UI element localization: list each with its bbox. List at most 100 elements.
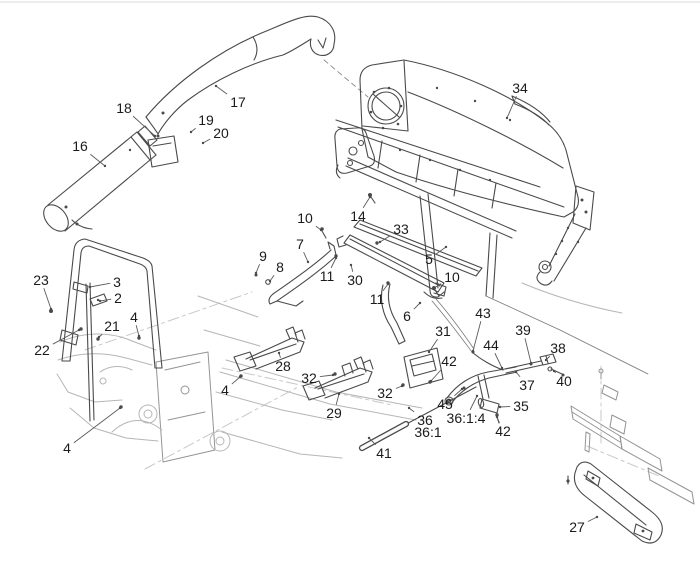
leader-endpoint-9 (254, 271, 258, 275)
callout-31: 31 (435, 323, 451, 339)
leader-14 (362, 196, 371, 208)
leader-endpoint-5 (444, 245, 448, 249)
callout-32: 32 (377, 385, 393, 401)
leader-3 (89, 282, 111, 288)
leader-endpoint-38 (544, 358, 548, 362)
leader-endpoint-10 (432, 286, 436, 290)
callout-42: 42 (495, 423, 511, 439)
callout-40: 40 (556, 373, 572, 389)
callout-42: 42 (441, 353, 457, 369)
leader-16 (90, 154, 106, 167)
leader-endpoint-20 (201, 141, 205, 145)
chute-upper-tube-17 (145, 15, 369, 135)
leader-5 (435, 246, 447, 255)
callout-36:1: 36:1 (414, 424, 442, 440)
leader-endpoint-39 (529, 361, 533, 365)
leader-34 (506, 96, 517, 119)
strap-3 (85, 283, 91, 422)
callout-4: 4 (130, 309, 138, 325)
leader-endpoint-34 (505, 116, 509, 120)
leader-endpoint-10 (319, 228, 323, 232)
leader-endpoint-27 (595, 515, 599, 519)
leader-4 (231, 376, 241, 385)
leader-endpoint-14 (368, 195, 372, 199)
chute-alignment-dashed-line (323, 59, 369, 98)
callout-17: 17 (230, 94, 246, 110)
lift-arm-36-1-4 (446, 366, 517, 399)
callout-30: 30 (347, 272, 363, 288)
leader-7 (303, 252, 309, 263)
fasteners (49, 193, 533, 424)
leader-42 (430, 369, 442, 382)
chute-clamp-18-19-20 (128, 125, 179, 168)
callout-45: 45 (437, 396, 453, 412)
leader-endpoint-36:1:4 (475, 394, 479, 398)
callout-3: 3 (113, 274, 121, 290)
leader-41 (368, 437, 376, 445)
pin-40 (550, 368, 563, 375)
callout-38: 38 (550, 340, 566, 356)
leader-45 (454, 388, 463, 396)
leader-11 (330, 257, 337, 268)
leader-endpoint-11 (386, 282, 390, 286)
leader-17 (215, 85, 228, 95)
leader-10 (433, 283, 442, 289)
callout-4: 4 (63, 440, 71, 456)
hopper-34 (359, 59, 579, 218)
callout-32: 32 (301, 370, 317, 386)
callout-41: 41 (376, 445, 392, 461)
leader-endpoint-42 (429, 379, 433, 383)
callout-39: 39 (515, 322, 531, 338)
leader-endpoint-29 (337, 392, 341, 396)
leader-endpoint-11 (334, 256, 338, 260)
leader-endpoint-19 (189, 130, 193, 134)
callout-11: 11 (319, 268, 335, 284)
clevis-38 (539, 353, 557, 366)
callout-33: 33 (393, 221, 409, 237)
leader-lines (43, 84, 599, 522)
leader-endpoint-16 (103, 164, 107, 168)
callout-44: 44 (483, 337, 499, 353)
spacer-35 (479, 398, 500, 414)
callout-10: 10 (444, 269, 460, 285)
brackets-28-29 (233, 326, 374, 401)
leader-39 (524, 338, 532, 364)
chute-lower-tube-16 (43, 131, 157, 232)
callout-34: 34 (512, 80, 528, 96)
leader-endpoint-42 (495, 415, 499, 419)
leader-23 (43, 288, 52, 310)
leader-20 (202, 138, 211, 144)
leader-endpoint-44 (500, 366, 504, 370)
callout-14: 14 (350, 208, 366, 224)
leader-22 (52, 329, 80, 345)
leader-32 (319, 374, 334, 378)
callout-22: 22 (34, 342, 50, 358)
callout-11: 11 (369, 291, 385, 307)
leader-endpoint-6 (418, 301, 422, 305)
bracket-31 (403, 347, 444, 389)
callout-4: 4 (221, 382, 229, 398)
callout-6: 6 (403, 308, 411, 324)
leader-endpoint-43 (471, 349, 475, 353)
leader-endpoint-40 (552, 369, 556, 373)
leader-44 (494, 353, 503, 369)
callout-28: 28 (275, 358, 291, 374)
strap-6 (380, 283, 406, 345)
leader-9 (255, 264, 260, 274)
callout-18: 18 (116, 100, 132, 116)
callout-43: 43 (475, 305, 491, 321)
leader-endpoint-32 (400, 384, 404, 388)
leader-endpoint-37 (514, 370, 518, 374)
leader-endpoint-23 (49, 307, 53, 311)
leader-endpoint-41 (367, 436, 371, 440)
leader-endpoint-35 (498, 405, 502, 409)
phantom-lines (84, 291, 660, 477)
callout-20: 20 (213, 125, 229, 141)
strap-3b (89, 282, 95, 421)
leader-43 (472, 321, 482, 352)
callout-35: 35 (513, 398, 529, 414)
rops-rollbar (59, 238, 163, 422)
leader-18 (132, 116, 156, 137)
